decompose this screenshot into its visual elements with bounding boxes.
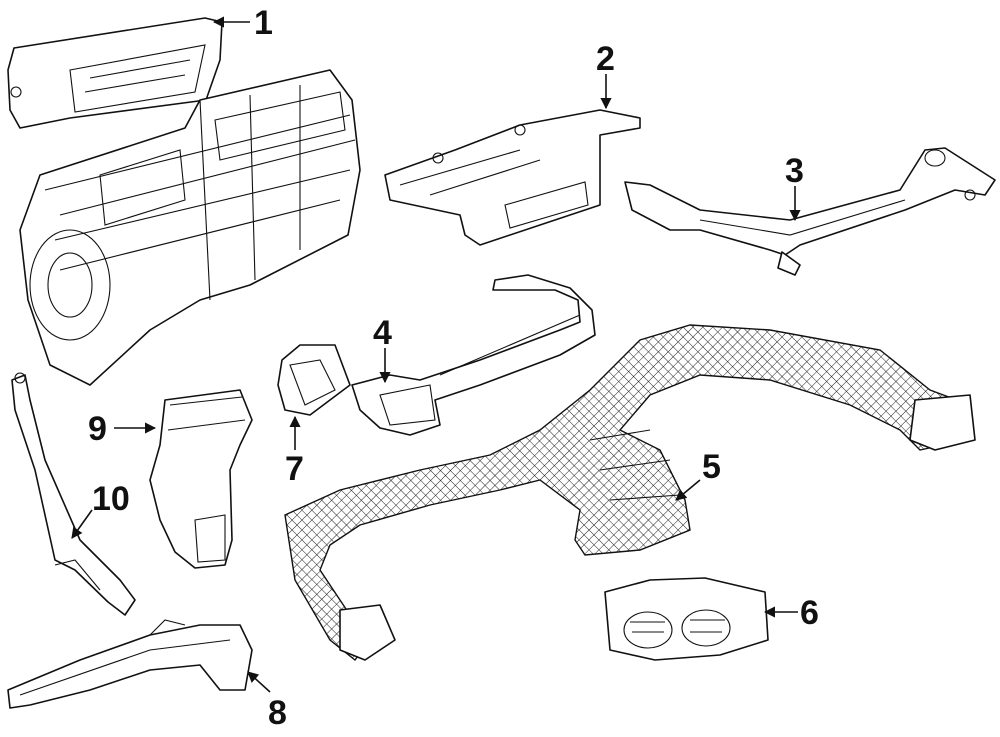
callout-7: 7 bbox=[285, 415, 304, 488]
callout-10: 10 bbox=[71, 480, 130, 539]
callout-1: 1 bbox=[212, 4, 273, 42]
callout-label-6: 6 bbox=[800, 594, 819, 632]
part-3-side-duct bbox=[624, 147, 996, 276]
callout-label-2: 2 bbox=[596, 40, 615, 78]
part-7-bracket bbox=[277, 344, 351, 416]
callout-9: 9 bbox=[88, 410, 157, 448]
callout-4: 4 bbox=[373, 314, 392, 384]
part-8-rear-duct bbox=[7, 619, 253, 709]
part-5-main-duct bbox=[284, 324, 976, 661]
callout-label-10: 10 bbox=[92, 480, 130, 518]
part-4-center-duct bbox=[351, 274, 596, 436]
part-9-foot-duct bbox=[149, 389, 253, 569]
callout-5: 5 bbox=[675, 448, 721, 501]
callout-label-8: 8 bbox=[268, 694, 287, 732]
part-6-vent bbox=[604, 577, 769, 661]
part-2-defroster-duct bbox=[384, 109, 641, 246]
callout-3: 3 bbox=[785, 152, 804, 222]
callout-label-7: 7 bbox=[285, 450, 304, 488]
callout-8: 8 bbox=[247, 671, 287, 732]
callout-label-1: 1 bbox=[254, 4, 273, 42]
callout-label-3: 3 bbox=[785, 152, 804, 190]
hvac-unit-assembly bbox=[19, 69, 361, 386]
part-10-drain-hose bbox=[11, 372, 136, 616]
callout-label-5: 5 bbox=[702, 448, 721, 486]
callout-label-9: 9 bbox=[88, 410, 107, 448]
part-1-upper-duct bbox=[7, 17, 223, 129]
callout-label-4: 4 bbox=[373, 314, 392, 352]
callout-6: 6 bbox=[763, 594, 819, 632]
callout-2: 2 bbox=[596, 40, 615, 110]
